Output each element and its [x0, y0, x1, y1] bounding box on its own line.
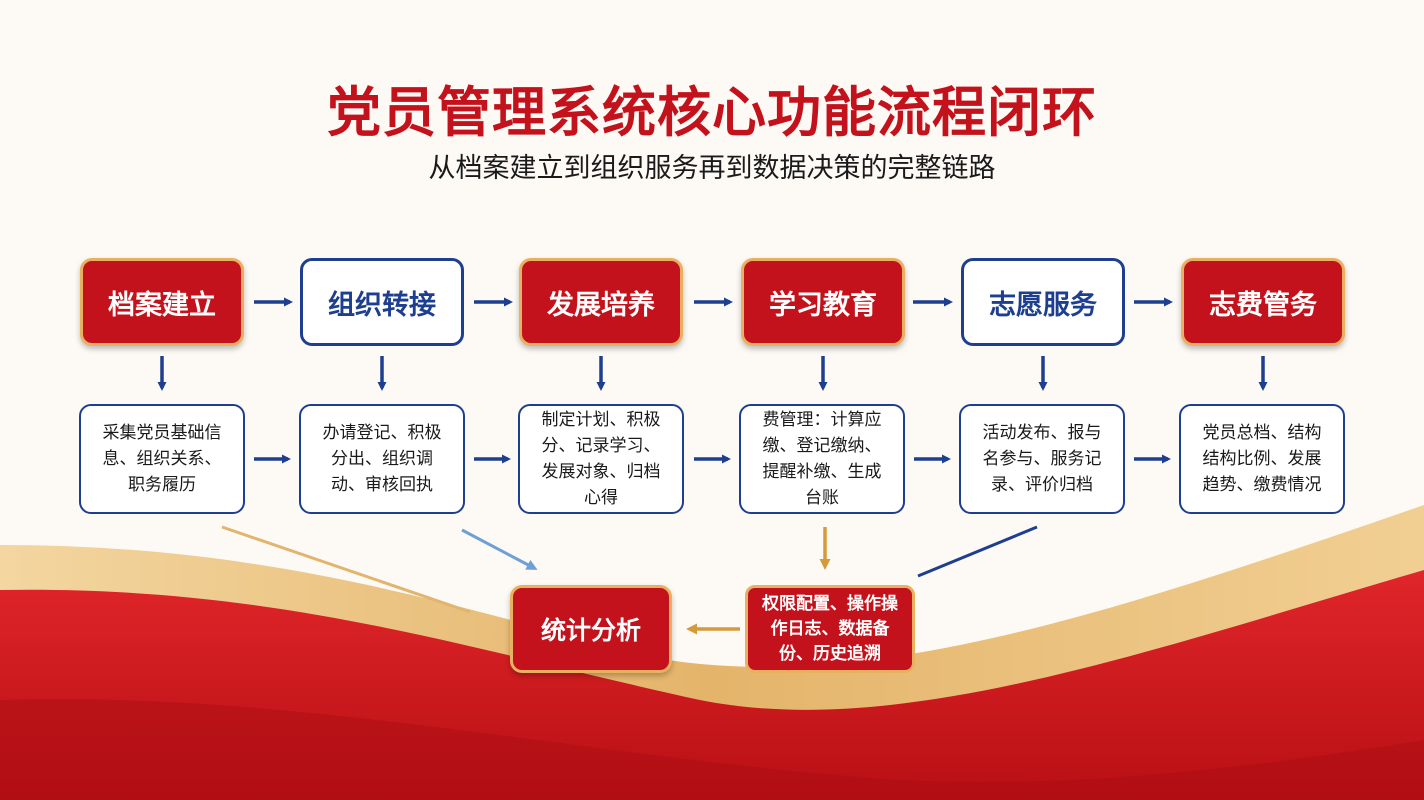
- detail-text: 采集党员基础信息、组织关系、职务履历: [102, 423, 222, 495]
- stats-label: 统计分析: [540, 616, 641, 645]
- stage-label: 学习教育: [769, 289, 877, 321]
- page-subtitle: 从档案建立到组织服务再到数据决策的完整链路: [428, 153, 996, 184]
- detail-org-transfer: 办请登记、积极分出、组织调动、审核回执: [299, 404, 465, 514]
- detail-development: 制定计划、积极分、记录学习、发展对象、归档心得: [518, 404, 684, 514]
- stage-label: 档案建立: [108, 289, 216, 321]
- line-detail-5-to-perm: [917, 525, 1038, 578]
- stage-dues[interactable]: 志费管务: [1181, 258, 1345, 346]
- stage-label: 志费管务: [1209, 289, 1317, 321]
- stage-archive[interactable]: 档案建立: [80, 258, 244, 346]
- permission-config-box[interactable]: 权限配置、操作操作日志、数据备份、历史追溯: [745, 585, 915, 673]
- stage-development[interactable]: 发展培养: [519, 258, 683, 346]
- detail-archive: 采集党员基础信息、组织关系、职务履历: [79, 404, 245, 514]
- line-detail-1-to-stats: [221, 525, 471, 614]
- stage-volunteer[interactable]: 志愿服务: [961, 258, 1125, 346]
- permission-text: 权限配置、操作操作日志、数据备份、历史追溯: [762, 593, 898, 664]
- detail-text: 党员总档、结构结构比例、发展趋势、缴费情况: [1202, 423, 1322, 495]
- detail-text: 制定计划、积极分、记录学习、发展对象、归档心得: [541, 410, 661, 508]
- stage-org-transfer[interactable]: 组织转接: [300, 258, 464, 346]
- detail-text: 办请登记、积极分出、组织调动、审核回执: [322, 423, 442, 495]
- detail-education: 费管理：计算应缴、登记缴纳、提醒补缴、生成台账: [739, 404, 905, 514]
- detail-volunteer: 活动发布、报与名参与、服务记录、评价归档: [959, 404, 1125, 514]
- detail-text: 活动发布、报与名参与、服务记录、评价归档: [982, 423, 1102, 495]
- stage-label: 组织转接: [328, 289, 436, 321]
- stage-label: 志愿服务: [989, 289, 1097, 321]
- stats-analysis-box[interactable]: 统计分析: [510, 585, 672, 673]
- page-title: 党员管理系统核心功能流程闭环: [327, 81, 1097, 144]
- detail-text: 费管理：计算应缴、登记缴纳、提醒补缴、生成台账: [762, 410, 882, 508]
- stage-label: 发展培养: [547, 289, 655, 321]
- stage-education[interactable]: 学习教育: [741, 258, 905, 346]
- detail-dues: 党员总档、结构结构比例、发展趋势、缴费情况: [1179, 404, 1345, 514]
- arrow-detail-2-to-stats: [461, 528, 538, 570]
